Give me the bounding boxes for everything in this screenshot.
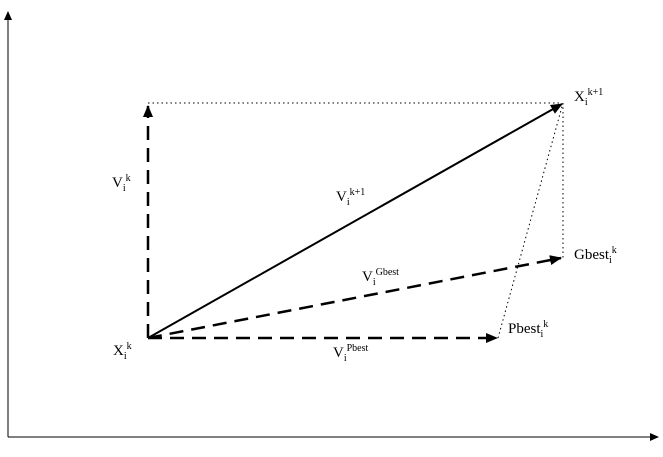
label-gbest: Gbestik xyxy=(574,245,617,266)
label-x-k: Xik xyxy=(113,341,132,362)
label-v-pbest: ViPbest xyxy=(333,343,369,364)
velocity-k1-arrow xyxy=(147,103,563,339)
dotted-pbest-guide xyxy=(497,102,564,339)
label-v-k1: Vik+1 xyxy=(336,187,366,208)
label-v-k: Vik xyxy=(112,173,131,194)
label-x-k1: Xik+1 xyxy=(574,87,604,108)
velocity-gbest-arrow xyxy=(147,255,562,340)
label-pbest: Pbestik xyxy=(508,319,549,340)
label-v-gbest: ViGbest xyxy=(362,267,399,288)
